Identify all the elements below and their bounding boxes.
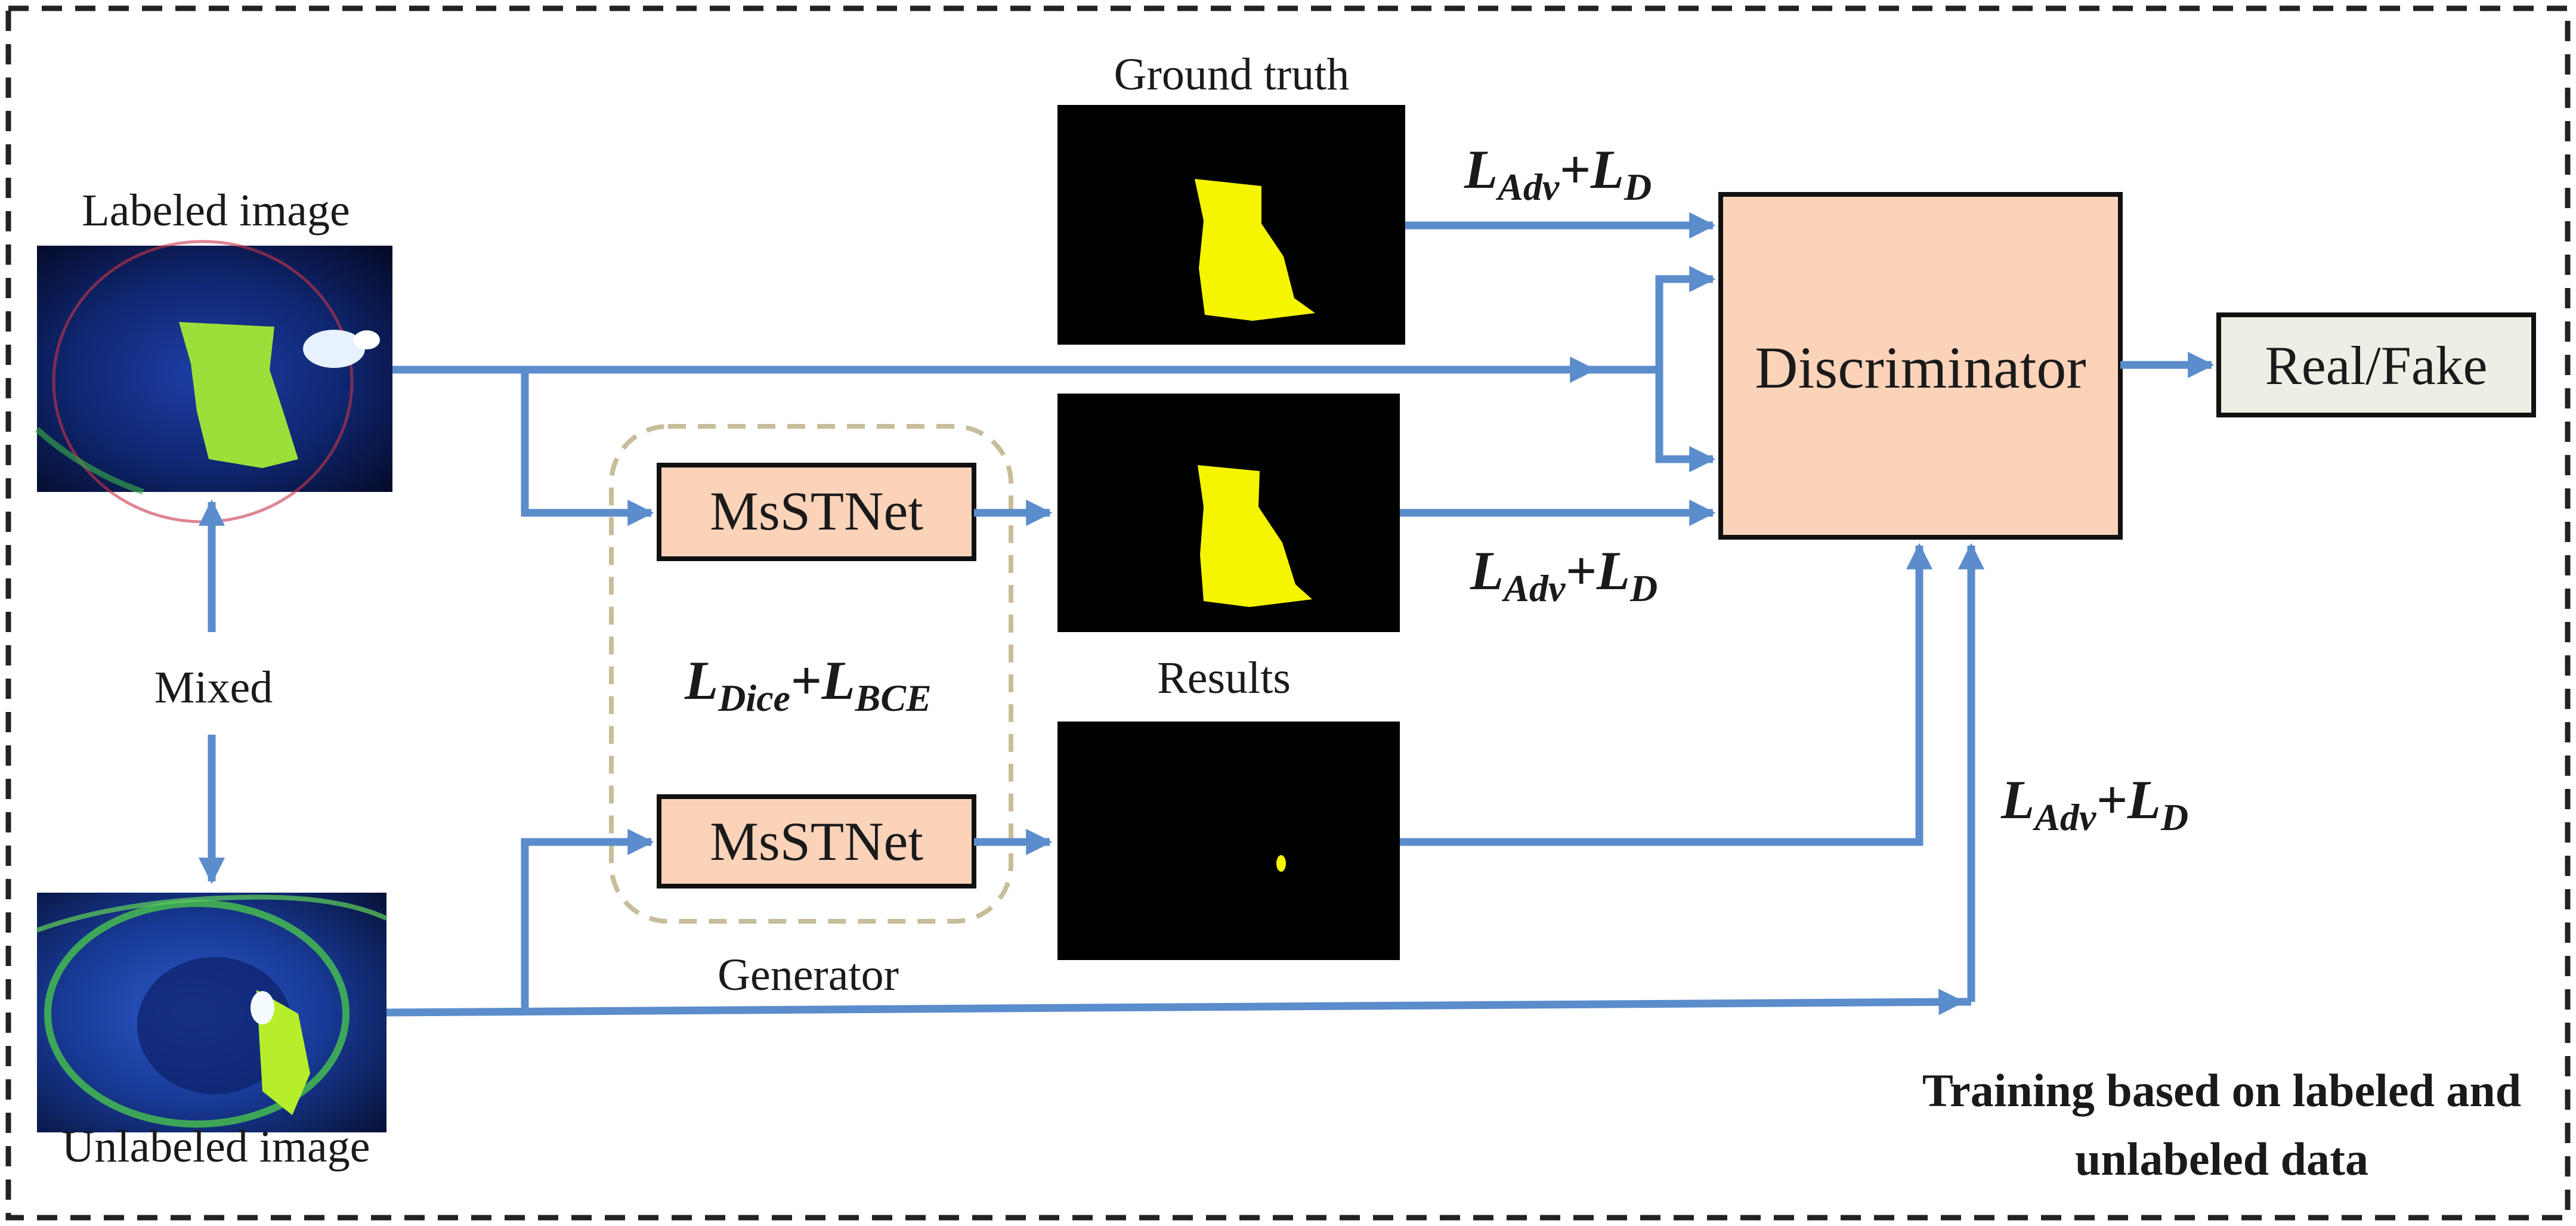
arrow-labeled-to-generator — [521, 370, 654, 527]
arrow-fork-lower — [1655, 370, 1716, 473]
ground-truth-label: Ground truth — [1114, 49, 1350, 100]
training-note-line2: unlabeled data — [2075, 1133, 2368, 1185]
generator-label: Generator — [718, 950, 899, 1000]
arrow-result-unl-to-disc — [1400, 543, 1933, 846]
result-mask-unlabeled — [1057, 722, 1400, 960]
loss-adv-right: LAdv+LD — [2000, 769, 2188, 838]
arrow-unlabeled-main — [386, 989, 1965, 1017]
arrow-unlabeled-to-generator — [521, 828, 654, 1013]
results-label: Results — [1157, 653, 1291, 703]
msstnet-bottom-box — [657, 794, 976, 888]
discriminator-box — [1718, 192, 2123, 540]
labeled-eye-image — [35, 240, 392, 524]
labeled-image-label: Labeled image — [82, 185, 350, 236]
ground-truth-mask — [1057, 105, 1405, 345]
unlabeled-image-label: Unlabeled image — [61, 1122, 370, 1172]
msstnet-bottom-label: MsSTNet — [710, 811, 923, 872]
real-fake-label: Real/Fake — [2265, 335, 2488, 396]
discriminator-label: Discriminator — [1755, 335, 2086, 401]
result-mask-labeled — [1057, 394, 1400, 632]
real-fake-box — [2216, 312, 2536, 417]
training-note-line1: Training based on labeled and — [1922, 1064, 2521, 1116]
loss-adv-mid: LAdv+LD — [1470, 540, 1657, 609]
outer-dashed-frame — [5, 5, 2571, 1221]
generator-group — [609, 424, 1013, 924]
loss-seg: LDice+LBCE — [684, 650, 932, 719]
loss-adv-top: LAdv+LD — [1464, 139, 1652, 208]
arrow-fork-upper — [1655, 265, 1716, 370]
arrows — [198, 212, 2215, 1017]
mixed-label: Mixed — [154, 662, 273, 713]
msstnet-top-label: MsSTNet — [710, 481, 923, 541]
unlabeled-eye-image — [36, 893, 388, 1132]
